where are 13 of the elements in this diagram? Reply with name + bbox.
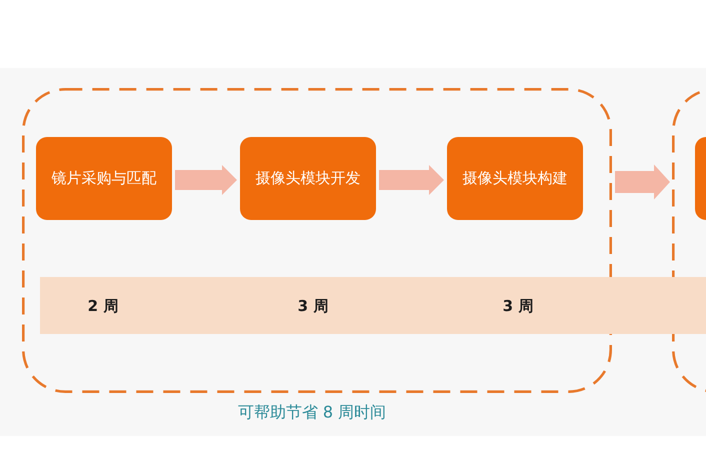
- caption-text: 可帮助节省 8 周时间: [238, 402, 386, 422]
- timeline-band: [40, 277, 706, 334]
- duration-label: 2 周: [88, 296, 118, 314]
- arrow: [379, 165, 444, 195]
- duration-label: 3 周: [502, 296, 534, 314]
- process-box: 镜片采购与匹配: [36, 137, 172, 220]
- process-box: [695, 137, 706, 220]
- dashed-border-frame: [22, 88, 612, 393]
- arrow: [615, 164, 670, 200]
- process-box: 摄像头模块开发: [240, 137, 376, 220]
- process-box: 摄像头模块构建: [447, 137, 583, 220]
- duration-label: 3 周: [298, 296, 328, 314]
- arrow: [175, 165, 237, 195]
